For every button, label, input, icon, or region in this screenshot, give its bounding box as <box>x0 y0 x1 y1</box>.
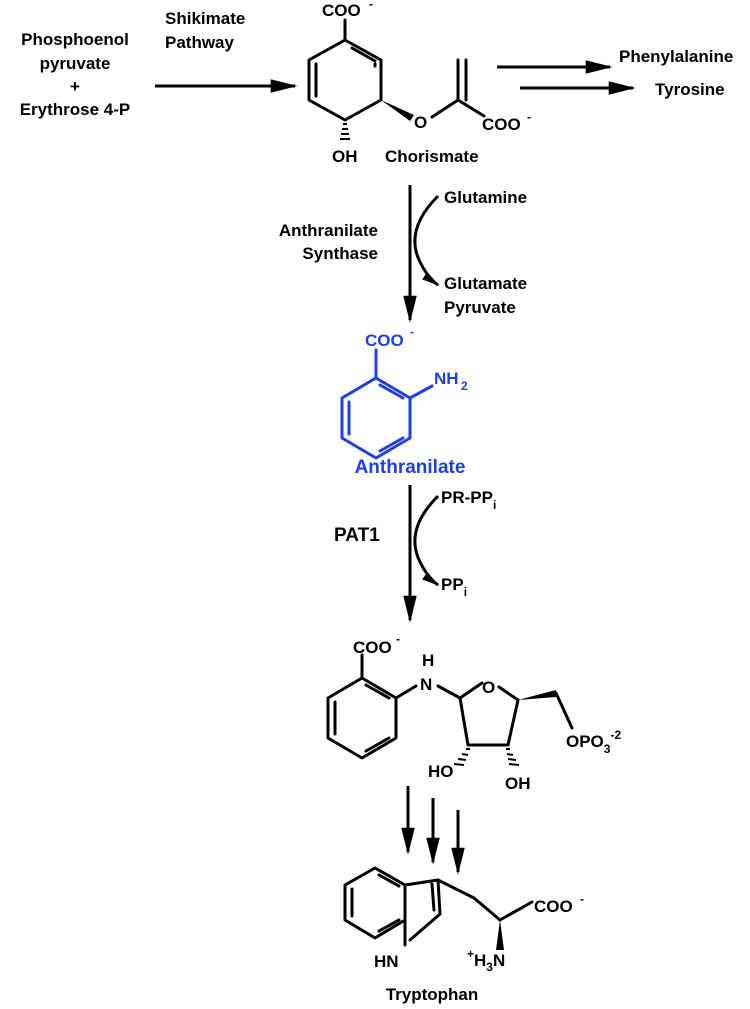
chorismate-coo-right-charge: - <box>527 110 531 124</box>
chorismate-ether-o: O <box>414 113 427 132</box>
product-tyrosine: Tyrosine <box>655 80 725 99</box>
chorismate-coo-top-charge: - <box>369 0 373 11</box>
intermediate-ho: HO <box>428 762 454 781</box>
enzyme-anthranilate-synthase-line2: Synthase <box>302 244 378 263</box>
tryptophan-coo-charge: - <box>580 892 584 906</box>
cosubstrate-glutamine: Glutamine <box>444 188 527 207</box>
tryptophan-name: Tryptophan <box>386 985 479 1004</box>
coproduct-pyruvate: Pyruvate <box>444 298 516 317</box>
chorismate-name: Chorismate <box>385 147 479 166</box>
coproduct-ppi: PPi <box>441 575 467 599</box>
plus-sign: + <box>70 77 80 96</box>
tryptophan-coo: COO <box>534 897 573 916</box>
chorismate-structure: COO - O COO - OH Chorismate <box>307 0 531 166</box>
tryptophan-structure: HN COO - +H3N <box>343 866 584 974</box>
cosubstrate-prpp: PR-PPi <box>441 488 496 512</box>
prpp-curved-arrow <box>413 494 440 587</box>
anthranilate-coo: COO <box>365 331 404 350</box>
intermediate-phosphate: OPO3-2 <box>566 728 621 756</box>
intermediate-oh: OH <box>505 774 531 793</box>
intermediate-coo: COO <box>353 638 392 657</box>
enzyme-anthranilate-synthase-line1: Anthranilate <box>279 221 378 240</box>
anthranilate-nh2-subscript: 2 <box>461 379 468 393</box>
intermediate-nh-h: H <box>422 651 434 670</box>
product-phenylalanine: Phenylalanine <box>619 47 733 66</box>
anthranilate-structure: COO - NH 2 <box>340 325 468 460</box>
substrate-pep-line2: pyruvate <box>40 54 111 73</box>
substrate-e4p: Erythrose 4-P <box>20 100 131 119</box>
anthranilate-name: Anthranilate <box>355 457 466 478</box>
chorismate-oh: OH <box>332 147 358 166</box>
shikimate-label-line1: Shikimate <box>165 9 245 28</box>
anthranilate-coo-charge: - <box>410 325 414 339</box>
chorismate-coo-right: COO <box>482 115 521 134</box>
intermediate-ring-o: O <box>482 678 495 697</box>
intermediate-structure: COO - H N O OPO3-2 HO OH <box>326 632 621 793</box>
intermediate-coo-charge: - <box>396 632 400 646</box>
glutamine-curved-arrow <box>413 194 440 287</box>
intermediate-nh-n: N <box>420 675 432 694</box>
anthranilate-nh2: NH <box>434 369 459 388</box>
substrates-label: Phosphoenol pyruvate + Erythrose 4-P <box>20 30 131 119</box>
chorismate-coo-top: COO <box>322 1 361 20</box>
coproduct-glutamate: Glutamate <box>444 274 527 293</box>
enzyme-pat1: PAT1 <box>334 525 380 546</box>
shikimate-label-line2: Pathway <box>165 33 235 52</box>
tryptophan-amine: +H3N <box>467 947 505 974</box>
tryptophan-hn: HN <box>374 952 399 971</box>
substrate-pep-line1: Phosphoenol <box>21 30 129 49</box>
